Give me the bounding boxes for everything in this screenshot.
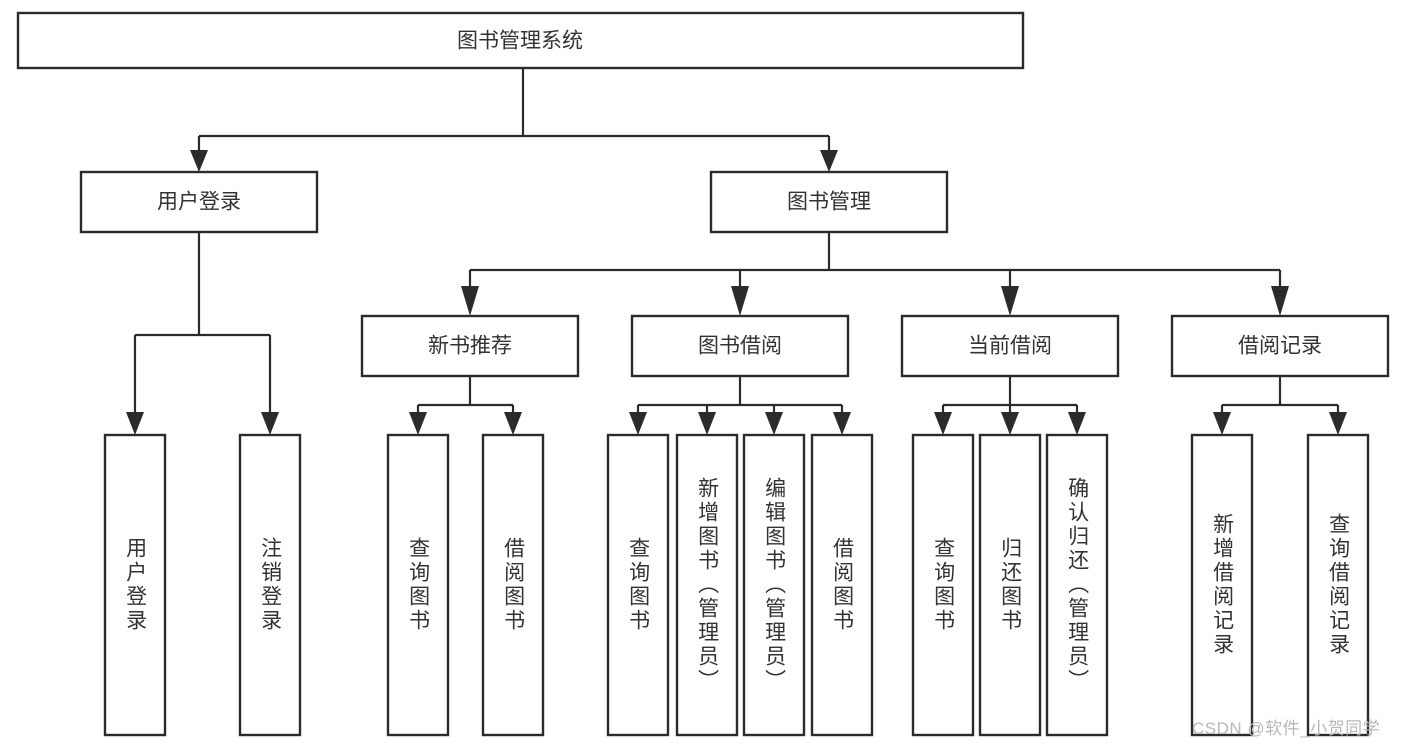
arrow-book-manage	[820, 150, 838, 172]
arrow-user-login	[190, 150, 208, 172]
node-book-borrow-box[interactable]	[630, 314, 850, 378]
arrow-l3-1	[461, 286, 479, 316]
arrow-g2-3	[765, 412, 783, 435]
node-new-book-recommend-box[interactable]	[360, 314, 580, 378]
node-borrow-record[interactable]: 借阅记录	[1170, 314, 1390, 378]
arrow-g4-2	[1329, 412, 1347, 435]
node-current-borrow-box[interactable]	[900, 314, 1120, 378]
node-new-book-recommend[interactable]: 新书推荐	[360, 314, 580, 378]
node-borrow-record-label: 借阅记录	[1238, 335, 1322, 358]
node-user-login-label: 用户登录	[157, 191, 241, 214]
leaf-box-record-0[interactable]	[1190, 433, 1254, 737]
arrow-u1	[126, 412, 144, 435]
node-book-borrow-label: 图书借阅	[698, 335, 782, 358]
leaf-box-current-2[interactable]	[1045, 433, 1109, 737]
arrow-g1-2	[504, 412, 522, 435]
node-borrow-record-box[interactable]	[1170, 314, 1390, 378]
node-book-manage-box[interactable]	[709, 170, 949, 234]
node-root-label: 图书管理系统	[457, 30, 583, 53]
node-book-manage-label: 图书管理	[787, 191, 871, 214]
arrow-l3-4	[1271, 286, 1289, 316]
arrow-u2	[261, 412, 279, 435]
leaf-box-user-login-0[interactable]	[103, 433, 167, 737]
arrow-g4-1	[1213, 412, 1231, 435]
arrow-l3-3	[1001, 286, 1019, 316]
connectors	[126, 68, 1347, 435]
leaf-box-borrow-1[interactable]	[675, 433, 739, 737]
node-root-box[interactable]	[16, 11, 1025, 70]
node-new-book-recommend-label: 新书推荐	[428, 335, 512, 358]
leaf-box-borrow-2[interactable]	[742, 433, 806, 737]
leaf-box-current-1[interactable]	[978, 433, 1042, 737]
arrow-g2-4	[833, 412, 851, 435]
arrow-g3-3	[1068, 412, 1086, 435]
node-current-borrow[interactable]: 当前借阅	[900, 314, 1120, 378]
arrow-l3-2	[731, 286, 749, 316]
leaf-box-recommend-0[interactable]	[386, 433, 450, 737]
node-user-login[interactable]: 用户登录	[79, 170, 319, 234]
leaf-box-record-1[interactable]	[1306, 433, 1370, 737]
node-book-manage[interactable]: 图书管理	[709, 170, 949, 234]
watermark-text: CSDN @软件_小贺同学	[1192, 719, 1381, 738]
arrow-g3-1	[934, 412, 952, 435]
node-current-borrow-label: 当前借阅	[968, 335, 1052, 358]
arrow-g2-2	[698, 412, 716, 435]
leaf-box-borrow-0[interactable]	[606, 433, 670, 737]
arrow-g2-1	[629, 412, 647, 435]
leaf-box-current-0[interactable]	[911, 433, 975, 737]
arrow-g3-2	[1001, 412, 1019, 435]
arrow-g1-1	[409, 412, 427, 435]
leaf-box-recommend-1[interactable]	[481, 433, 545, 737]
node-user-login-box[interactable]	[79, 170, 319, 234]
node-book-borrow[interactable]: 图书借阅	[630, 314, 850, 378]
leaf-box-borrow-3[interactable]	[810, 433, 874, 737]
node-root[interactable]: 图书管理系统	[16, 11, 1025, 70]
leaf-box-user-login-1[interactable]	[238, 433, 302, 737]
